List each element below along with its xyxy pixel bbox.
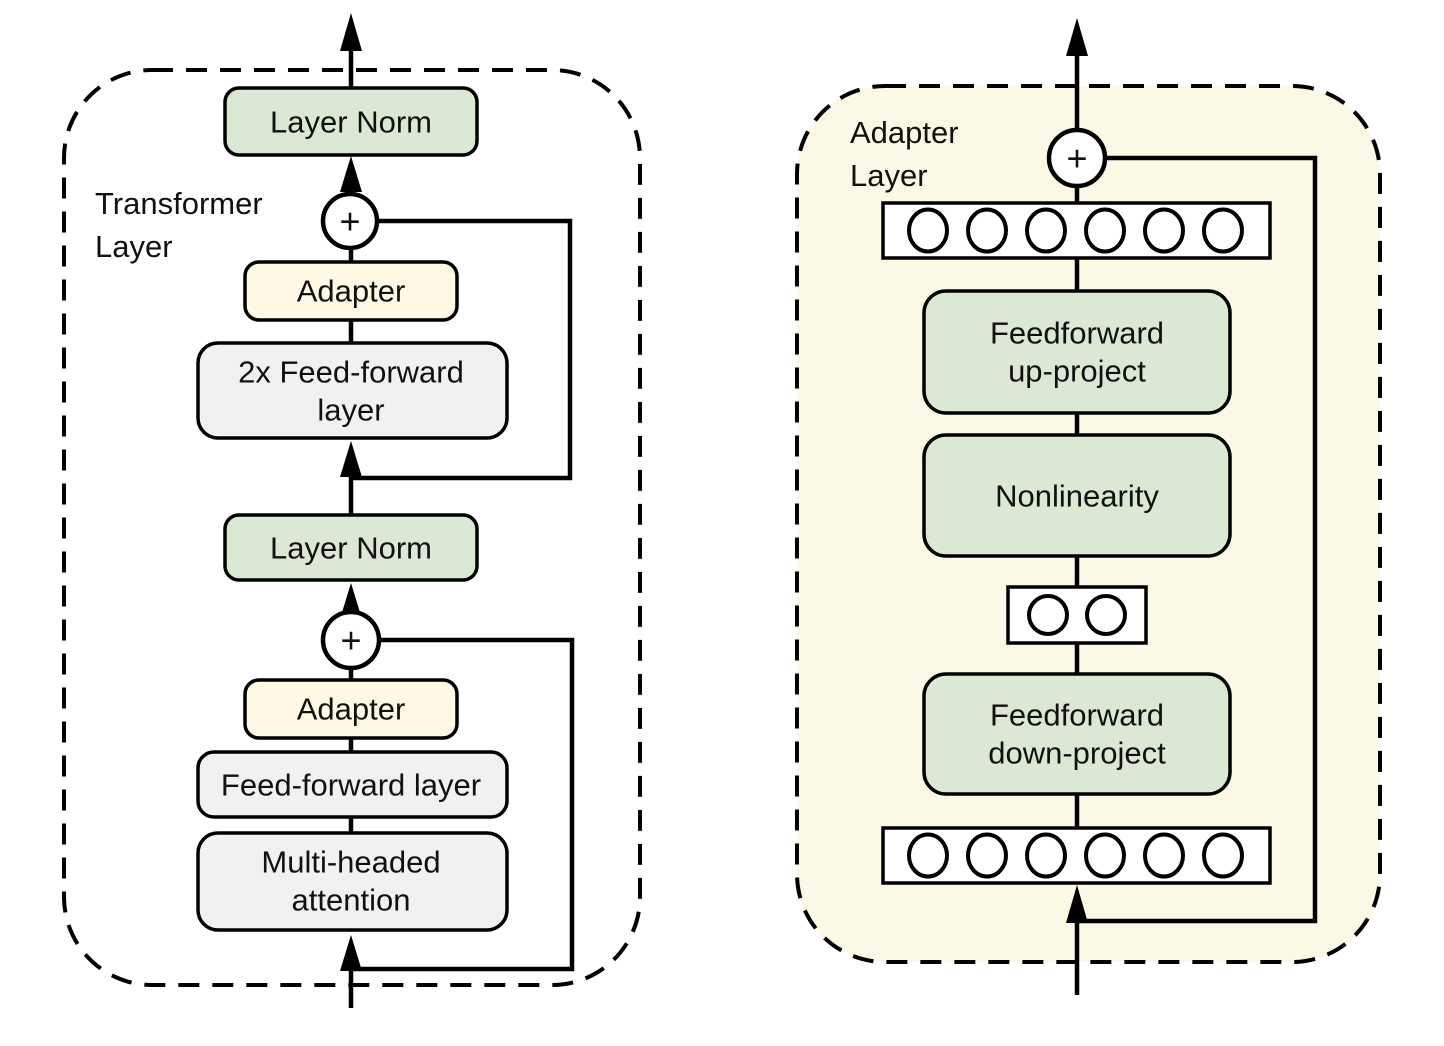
bottleneck-row-units — [1027, 594, 1127, 636]
feedforward-down-project-box — [922, 672, 1232, 796]
feedforward-down-project-label-line1: Feedforward — [990, 698, 1164, 733]
adapter-layer-label-line1: Adapter — [850, 115, 959, 150]
layer-norm-bottom-label: Layer Norm — [270, 531, 432, 566]
feedforward-2x-label-line1: 2x Feed-forward — [238, 355, 464, 390]
feature-unit-circle — [1202, 207, 1244, 254]
multi-headed-attention-label-line2: attention — [292, 883, 411, 918]
adapter-bottom-label: Adapter — [297, 692, 406, 727]
feature-unit-circle — [907, 832, 949, 879]
skip-connection-adapter — [1077, 155, 1318, 924]
plus-to-layernorm-arrow — [340, 156, 362, 195]
feedforward-down-project-label-line2: down-project — [988, 736, 1166, 771]
feature-unit-circle — [907, 207, 949, 254]
transformer-layer-label-line1: Transformer — [95, 186, 263, 221]
nonlinearity-label: Nonlinearity — [995, 479, 1159, 514]
arrow-up-icon — [340, 13, 362, 51]
feature-unit-circle — [1143, 832, 1185, 879]
feature-unit-circle — [1084, 832, 1126, 879]
arrow-up-icon — [340, 583, 362, 619]
feature-unit-circle — [1143, 207, 1185, 254]
feature-unit-circle — [1027, 594, 1069, 636]
feature-unit-circle — [1025, 832, 1067, 879]
feature-unit-circle — [1025, 207, 1067, 254]
output-arrow — [1066, 18, 1088, 132]
feature-unit-circle — [966, 207, 1008, 254]
adapter-layer-label-line2: Layer — [850, 158, 928, 193]
skip-connection-attention — [351, 637, 575, 972]
input-arrow — [340, 935, 362, 1008]
arrow-up-icon — [340, 935, 362, 971]
output-arrow — [340, 13, 362, 88]
arrow-up-icon — [340, 441, 362, 477]
arrow-up-icon — [340, 156, 362, 192]
plus-icon: + — [339, 201, 360, 242]
arrow-up-icon — [1066, 885, 1088, 923]
feedforward-up-project-box — [922, 289, 1232, 415]
feedforward-2x-label-line2: layer — [317, 393, 384, 428]
feedforward-2x-box — [196, 341, 509, 440]
plus-icon: + — [340, 620, 361, 661]
junction-to-feedforward-arrow — [340, 441, 362, 515]
adapter-layer-panel: Adapter Layer + Feedforward up-project N… — [795, 18, 1382, 995]
feature-row-top-units — [907, 207, 1244, 254]
skip-connection-feedforward — [351, 218, 573, 481]
transformer-layer-panel: Transformer Layer Layer Norm + Adapter 2… — [62, 13, 642, 1008]
feedforward-up-project-label-line2: up-project — [1008, 354, 1146, 389]
multi-headed-attention-box — [196, 831, 509, 932]
feature-unit-circle — [1202, 832, 1244, 879]
adapter-top-label: Adapter — [297, 274, 406, 309]
arrow-up-icon — [1066, 18, 1088, 56]
feature-unit-circle — [966, 832, 1008, 879]
feature-unit-circle — [1084, 207, 1126, 254]
plus-icon: + — [1066, 138, 1087, 179]
transformer-layer-label-line2: Layer — [95, 229, 173, 264]
input-arrow — [1066, 885, 1088, 995]
layer-norm-top-label: Layer Norm — [270, 105, 432, 140]
feature-row-bottom-units — [907, 832, 1244, 879]
multi-headed-attention-label-line1: Multi-headed — [261, 845, 440, 880]
feedforward-up-project-label-line1: Feedforward — [990, 316, 1164, 351]
feedforward-layer-label: Feed-forward layer — [221, 768, 481, 803]
feature-unit-circle — [1085, 594, 1127, 636]
layer-norm-top-box — [223, 86, 479, 157]
layer-norm-bottom-box — [223, 513, 479, 582]
